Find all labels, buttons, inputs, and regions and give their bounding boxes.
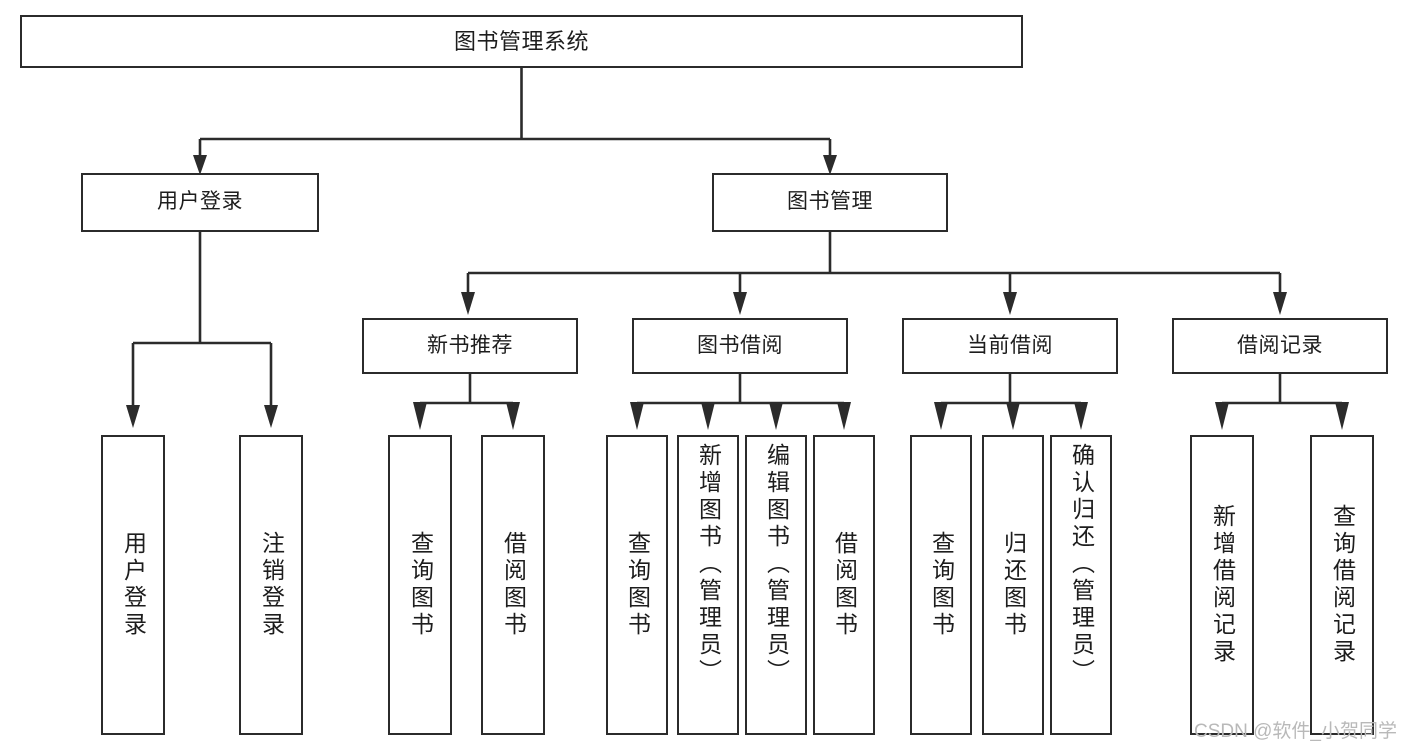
node-book-management[interactable]: 图书管理 — [712, 173, 948, 232]
node-borrow-record[interactable]: 借阅记录 — [1172, 318, 1388, 374]
node-user-login[interactable]: 用户登录 — [81, 173, 319, 232]
leaf-borrow-book-recommend[interactable]: 借阅图书 — [481, 435, 545, 735]
leaf-query-book-current-label: 查询图书 — [928, 531, 955, 639]
leaf-user-login-label: 用户登录 — [120, 531, 147, 639]
leaf-query-book-borrow-label: 查询图书 — [624, 531, 651, 639]
leaf-confirm-return-admin[interactable]: 确认归还（管理员） — [1050, 435, 1112, 735]
leaf-confirm-return-admin-label: 确认归还（管理员） — [1068, 443, 1095, 686]
leaf-logout-label: 注销登录 — [258, 531, 285, 639]
leaf-logout[interactable]: 注销登录 — [239, 435, 303, 735]
leaf-add-book-admin[interactable]: 新增图书（管理员） — [677, 435, 739, 735]
node-book-management-label: 图书管理 — [787, 190, 873, 214]
node-borrow-record-label: 借阅记录 — [1237, 333, 1323, 357]
node-root-label: 图书管理系统 — [453, 28, 589, 54]
leaf-query-book-current[interactable]: 查询图书 — [910, 435, 972, 735]
leaf-return-book-label: 归还图书 — [1000, 531, 1027, 639]
leaf-add-borrow-record[interactable]: 新增借阅记录 — [1190, 435, 1254, 735]
node-current-borrow[interactable]: 当前借阅 — [902, 318, 1118, 374]
node-book-borrow-label: 图书借阅 — [697, 333, 783, 357]
node-new-book-recommend[interactable]: 新书推荐 — [362, 318, 578, 374]
leaf-query-borrow-record[interactable]: 查询借阅记录 — [1310, 435, 1374, 735]
leaf-borrow-book-label: 借阅图书 — [831, 531, 858, 639]
leaf-edit-book-admin-label: 编辑图书（管理员） — [763, 443, 790, 686]
csdn-watermark: CSDN @软件_小贺同学 — [1194, 721, 1397, 742]
leaf-query-book-recommend-label: 查询图书 — [407, 531, 434, 639]
node-user-login-label: 用户登录 — [157, 190, 243, 214]
node-current-borrow-label: 当前借阅 — [967, 333, 1053, 357]
leaf-edit-book-admin[interactable]: 编辑图书（管理员） — [745, 435, 807, 735]
leaf-add-borrow-record-label: 新增借阅记录 — [1209, 504, 1236, 666]
leaf-add-book-admin-label: 新增图书（管理员） — [695, 443, 722, 686]
node-new-book-recommend-label: 新书推荐 — [427, 333, 513, 357]
node-book-borrow[interactable]: 图书借阅 — [632, 318, 848, 374]
node-root[interactable]: 图书管理系统 — [20, 15, 1023, 68]
leaf-user-login[interactable]: 用户登录 — [101, 435, 165, 735]
leaf-borrow-book-recommend-label: 借阅图书 — [500, 531, 527, 639]
leaf-query-book-recommend[interactable]: 查询图书 — [388, 435, 452, 735]
leaf-query-borrow-record-label: 查询借阅记录 — [1329, 504, 1356, 666]
leaf-query-book-borrow[interactable]: 查询图书 — [606, 435, 668, 735]
leaf-borrow-book[interactable]: 借阅图书 — [813, 435, 875, 735]
leaf-return-book[interactable]: 归还图书 — [982, 435, 1044, 735]
